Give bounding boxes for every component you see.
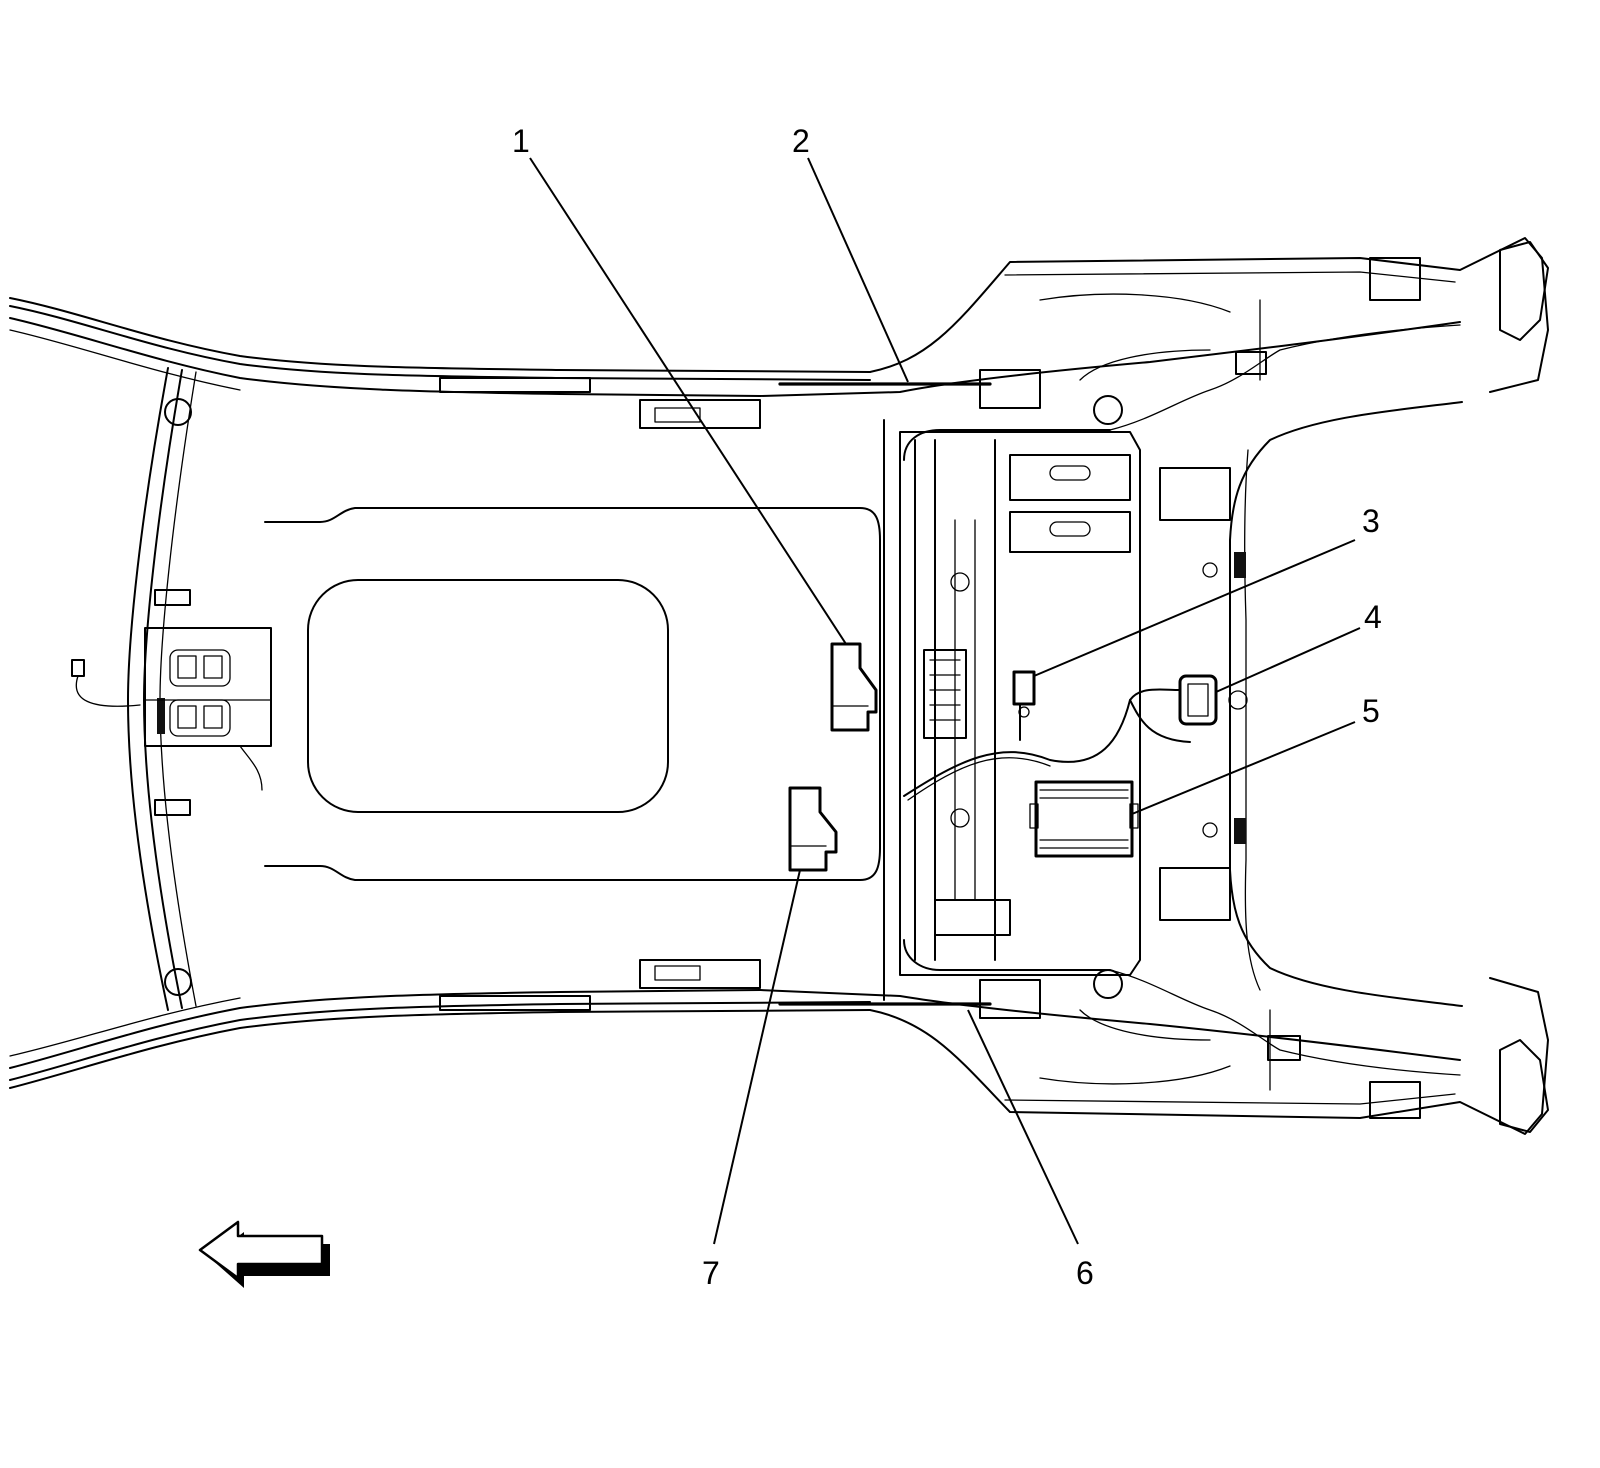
callout-5: 5 <box>1362 693 1380 729</box>
component-5 <box>1029 780 1139 858</box>
overhead-console <box>71 627 272 791</box>
rear-side-bracket <box>1159 467 1248 921</box>
callout-3: 3 <box>1362 503 1380 539</box>
rear-cross-member <box>899 431 1141 976</box>
callout-7: 7 <box>702 1255 720 1291</box>
callout-labels: 1 2 3 4 5 6 7 <box>512 123 1382 1291</box>
leader-line-7 <box>713 869 801 1245</box>
component-4 <box>1178 674 1218 726</box>
leader-line-1 <box>529 157 847 645</box>
component-1 <box>830 642 878 732</box>
callout-6: 6 <box>1076 1255 1094 1291</box>
roof-outline <box>9 237 1549 1135</box>
headliner-outline <box>264 419 885 1001</box>
arrow-left-icon <box>198 1220 330 1288</box>
leader-line-5 <box>1131 721 1356 815</box>
leader-line-6 <box>967 1009 1079 1245</box>
callout-1: 1 <box>512 123 530 159</box>
sunroof-opening <box>307 579 669 813</box>
component-3 <box>1012 670 1036 706</box>
leader-line-4 <box>1215 627 1361 693</box>
callout-4: 4 <box>1364 599 1382 635</box>
roof-rail-details <box>439 349 1211 1041</box>
leader-line-2 <box>807 157 909 383</box>
leader-line-3 <box>1033 539 1356 677</box>
component-7 <box>788 786 838 872</box>
leader-lines <box>529 157 1361 1245</box>
sun-visor-clips <box>154 398 192 996</box>
callout-2: 2 <box>792 123 810 159</box>
wiring-harness <box>903 299 1461 1091</box>
